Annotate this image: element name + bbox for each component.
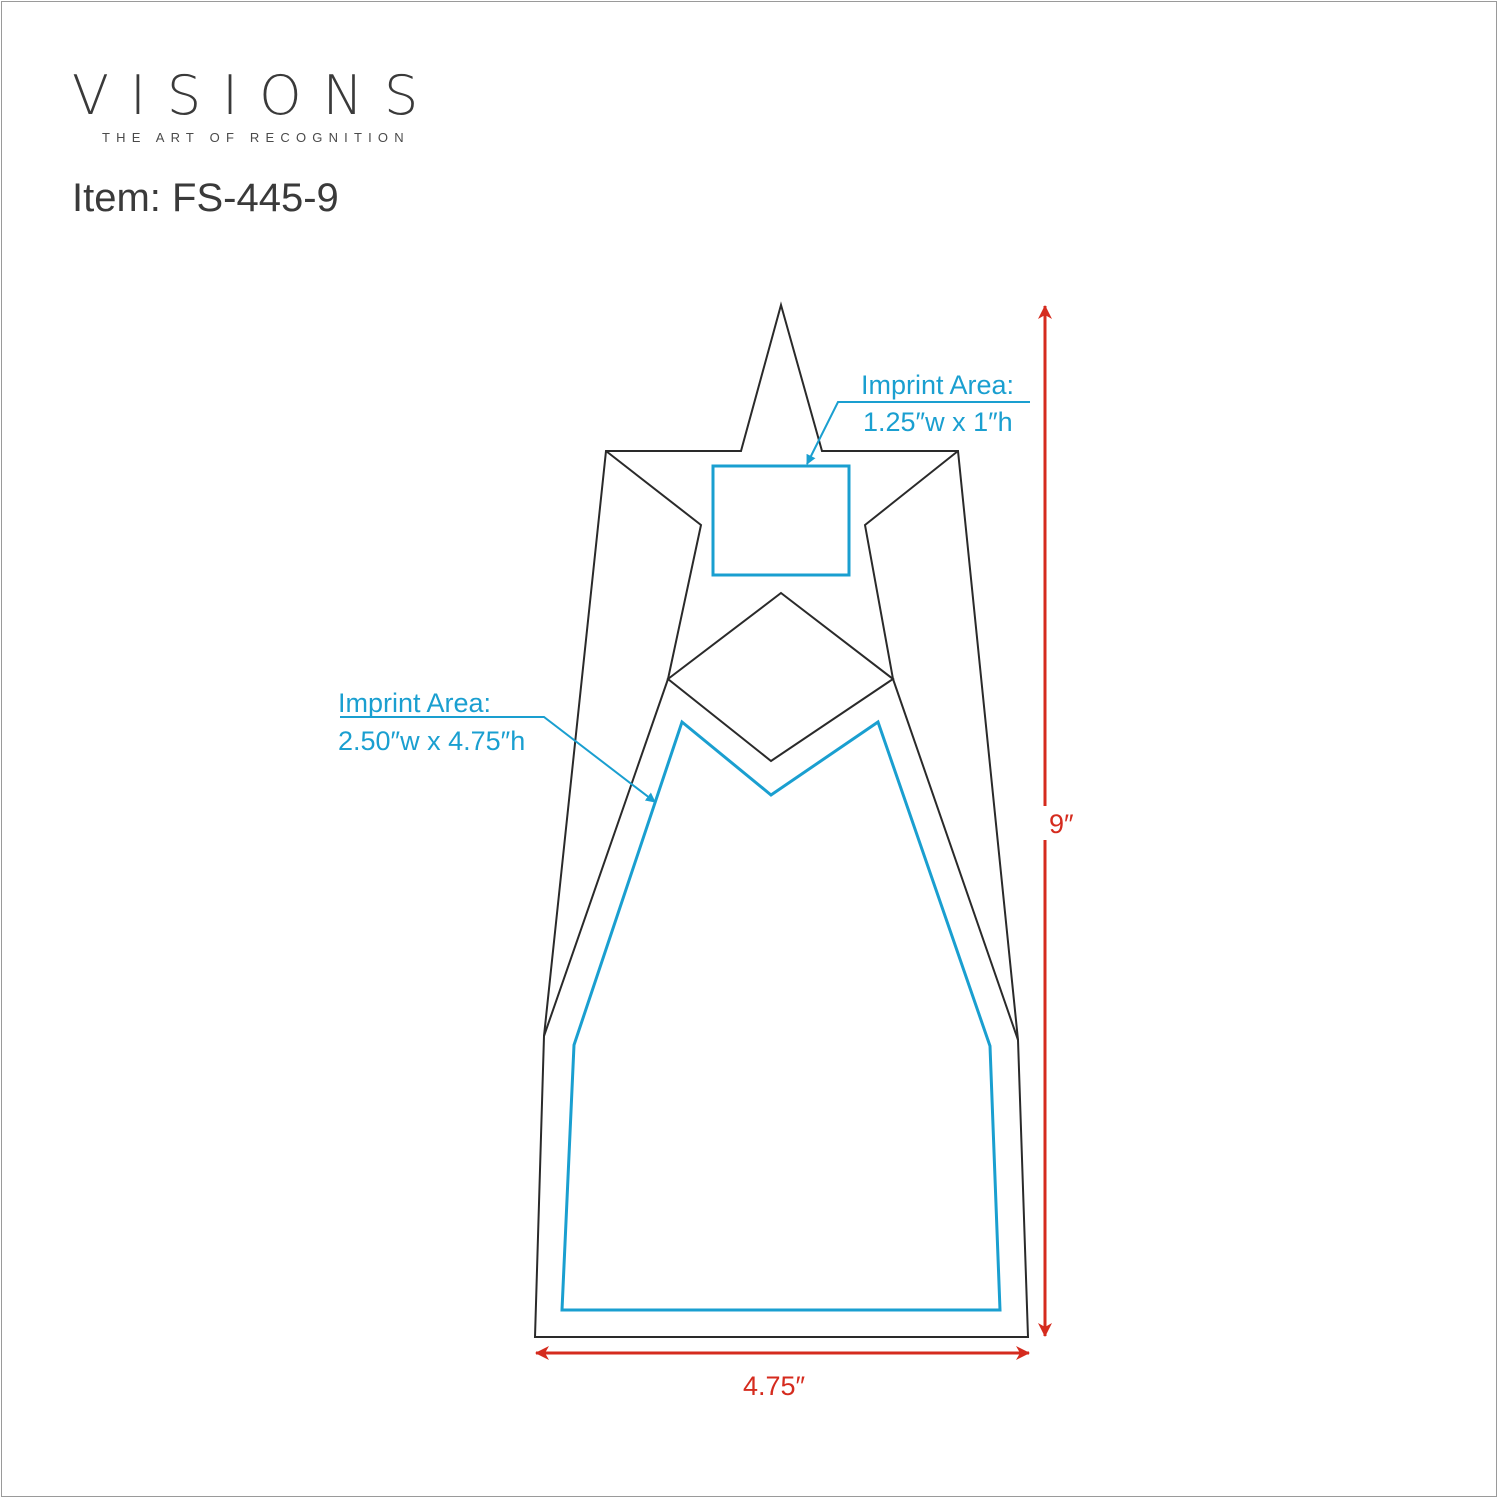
- star-left-arm: [605, 450, 703, 680]
- award-outline: [533, 301, 1030, 1338]
- height-label: 9″: [1049, 809, 1074, 839]
- leader-top: [806, 401, 1030, 465]
- brand-name: VISIONS: [72, 64, 440, 127]
- imprint-area-bottom-shape: [560, 719, 1002, 1312]
- height-label-backdrop: [1038, 806, 1086, 840]
- star-right-arm: [863, 450, 959, 680]
- leader-bottom: [340, 716, 656, 803]
- star-lower-right-edge: [892, 678, 1019, 1041]
- imprint-areas: [560, 464, 1002, 1312]
- imprint-bottom-size: 2.50″w x 4.75″h: [338, 726, 525, 756]
- brand-tagline: THE ART OF RECOGNITION: [102, 130, 410, 145]
- imprint-top-size: 1.25″w x 1″h: [863, 407, 1013, 437]
- imprint-bottom-title: Imprint Area:: [338, 688, 491, 718]
- brand-logo: VISIONS THE ART OF RECOGNITION: [72, 64, 462, 146]
- award-outer-body: [533, 301, 1030, 1338]
- imprint-area-top-box: [711, 464, 851, 577]
- width-label: 4.75″: [743, 1371, 806, 1401]
- dimension-lines: [535, 305, 1052, 1360]
- diamond-shape: [666, 591, 895, 763]
- item-title: Item: FS-445-9: [72, 176, 339, 220]
- imprint-leaders: [340, 401, 1030, 803]
- star-lower-left-edge: [543, 678, 669, 1037]
- imprint-top-title: Imprint Area:: [861, 370, 1014, 400]
